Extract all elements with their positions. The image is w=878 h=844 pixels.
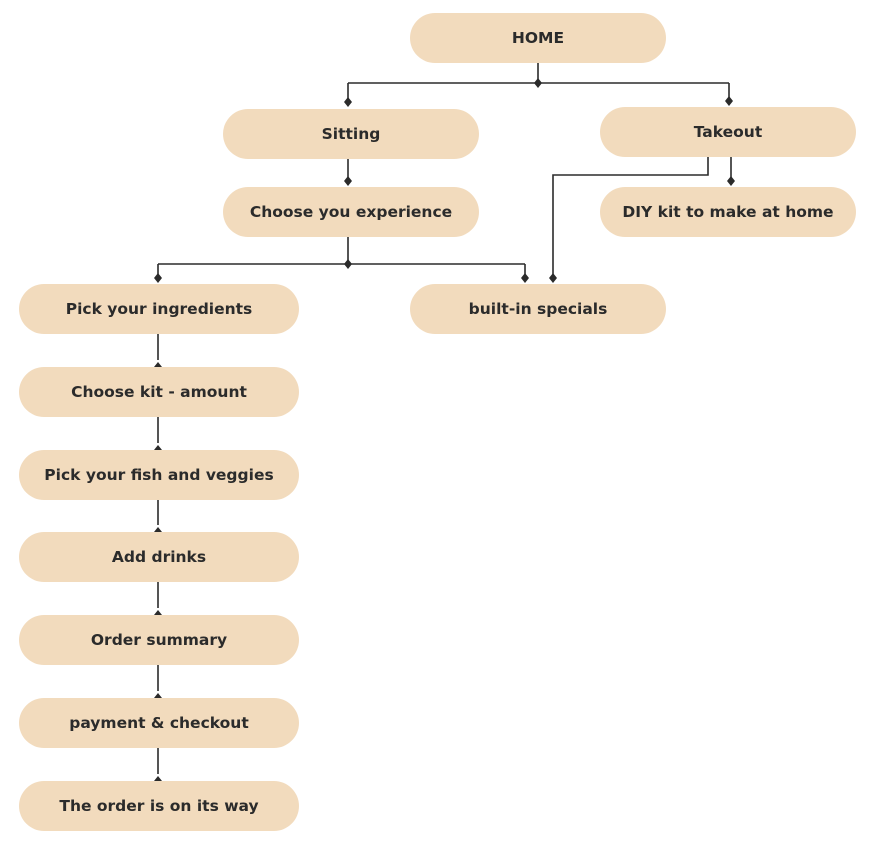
- diamond-diy-arrow: [727, 176, 735, 186]
- diamond-sitting-arrow: [344, 97, 352, 107]
- diamond-takeout-arrow: [725, 96, 733, 106]
- node-order-summary: Order summary: [19, 615, 299, 665]
- connector-experience-branch: [157, 237, 526, 277]
- node-pick-fish-veggies: Pick your fish and veggies: [19, 450, 299, 500]
- diamond-pick-arrow: [154, 273, 162, 283]
- diamond-experience-arrow: [344, 176, 352, 186]
- node-choose-experience: Choose you experience: [223, 187, 479, 237]
- node-choose-kit-amount: Choose kit - amount: [19, 367, 299, 417]
- connector-takeout-specials: [552, 157, 709, 277]
- diamond-experience-junction: [344, 259, 352, 269]
- node-home: HOME: [410, 13, 666, 63]
- diamond-specials-arrow-left: [521, 273, 529, 283]
- node-pick-ingredients: Pick your ingredients: [19, 284, 299, 334]
- node-sitting: Sitting: [223, 109, 479, 159]
- node-diy-kit: DIY kit to make at home: [600, 187, 856, 237]
- node-add-drinks: Add drinks: [19, 532, 299, 582]
- node-payment-checkout: payment & checkout: [19, 698, 299, 748]
- node-order-on-its-way: The order is on its way: [19, 781, 299, 831]
- node-built-in-specials: built-in specials: [410, 284, 666, 334]
- diamond-specials-arrow-right: [549, 273, 557, 283]
- node-takeout: Takeout: [600, 107, 856, 157]
- diamond-home-junction: [534, 78, 542, 88]
